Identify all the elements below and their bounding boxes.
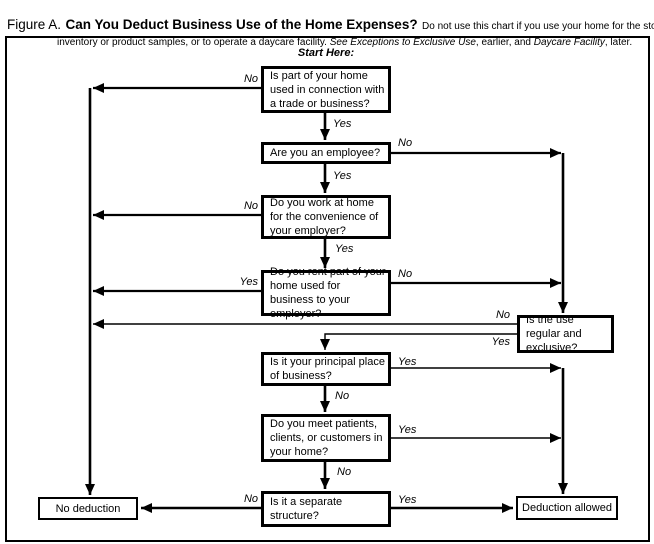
node-text: Is the use regular and exclusive? — [526, 314, 582, 354]
node-text: Do you work at home for the convenience … — [270, 197, 379, 237]
label-q5-no: No — [495, 309, 510, 321]
label-q6-no: No — [335, 390, 350, 402]
note-reference-daycare-facility: Daycare Facility — [533, 36, 605, 48]
label-q4-no: No — [398, 268, 413, 280]
edge-q5-yes — [320, 333, 517, 350]
label-q1-no: No — [243, 73, 258, 85]
label-q7-yes: Yes — [398, 424, 417, 436]
node-text: Do you rent part of your home used for b… — [270, 266, 386, 320]
start-here-label: Start Here: — [297, 47, 355, 59]
note-reference-exclusive-use: See Exceptions to Exclusive Use — [329, 36, 476, 48]
node-q7-meet-patients-clients: Do you meet patients, clients, or custom… — [261, 414, 391, 462]
label-q5-yes: Yes — [491, 336, 510, 348]
node-text: Is it a separate structure? — [270, 496, 343, 522]
node-q8-separate-structure: Is it a separate structure? — [261, 491, 391, 527]
node-q3-work-at-home-convenience: Do you work at home for the convenience … — [261, 195, 391, 239]
figure-note: Do not use this chart if you use your ho… — [57, 21, 654, 48]
note-text: , later. — [604, 36, 633, 48]
node-text: Is it your principal place of business? — [270, 356, 385, 382]
label-q2-yes: Yes — [333, 170, 352, 182]
figure-heading: Can You Deduct Business Use of the Home … — [65, 17, 418, 32]
node-no-deduction: No deduction — [38, 497, 138, 520]
label-q7-no: No — [337, 466, 352, 478]
node-q1-home-used-for-business: Is part of your home used in connection … — [261, 66, 391, 113]
figure-label: Figure A. — [7, 17, 62, 32]
node-text: No deduction — [55, 502, 121, 515]
node-q4-rent-part-to-employer: Do you rent part of your home used for b… — [261, 266, 391, 320]
note-text: , earlier, and — [475, 36, 534, 48]
node-q5-regular-and-exclusive: Is the use regular and exclusive? — [517, 314, 614, 354]
label-q3-no: No — [243, 200, 258, 212]
label-q2-no: No — [398, 137, 413, 149]
note-text: Do not use this chart if you use your ho… — [57, 21, 654, 48]
figure-title: Figure A. Can You Deduct Business Use of… — [7, 18, 654, 49]
label-q8-yes: Yes — [398, 494, 417, 506]
label-q3-yes: Yes — [335, 243, 354, 255]
node-text: Do you meet patients, clients, or custom… — [270, 418, 383, 458]
node-text: Deduction allowed — [522, 502, 612, 514]
chart-border — [5, 36, 650, 542]
node-text: Are you an employee? — [270, 147, 381, 159]
label-q1-yes: Yes — [333, 118, 352, 130]
label-q4-yes: Yes — [239, 276, 258, 288]
node-q2-are-you-employee: Are you an employee? — [261, 142, 391, 164]
label-q8-no: No — [243, 493, 258, 505]
label-q6-yes: Yes — [398, 356, 417, 368]
node-deduction-allowed: Deduction allowed — [516, 496, 618, 520]
node-text: Is part of your home used in connection … — [270, 69, 385, 110]
node-q6-principal-place: Is it your principal place of business? — [261, 352, 391, 386]
